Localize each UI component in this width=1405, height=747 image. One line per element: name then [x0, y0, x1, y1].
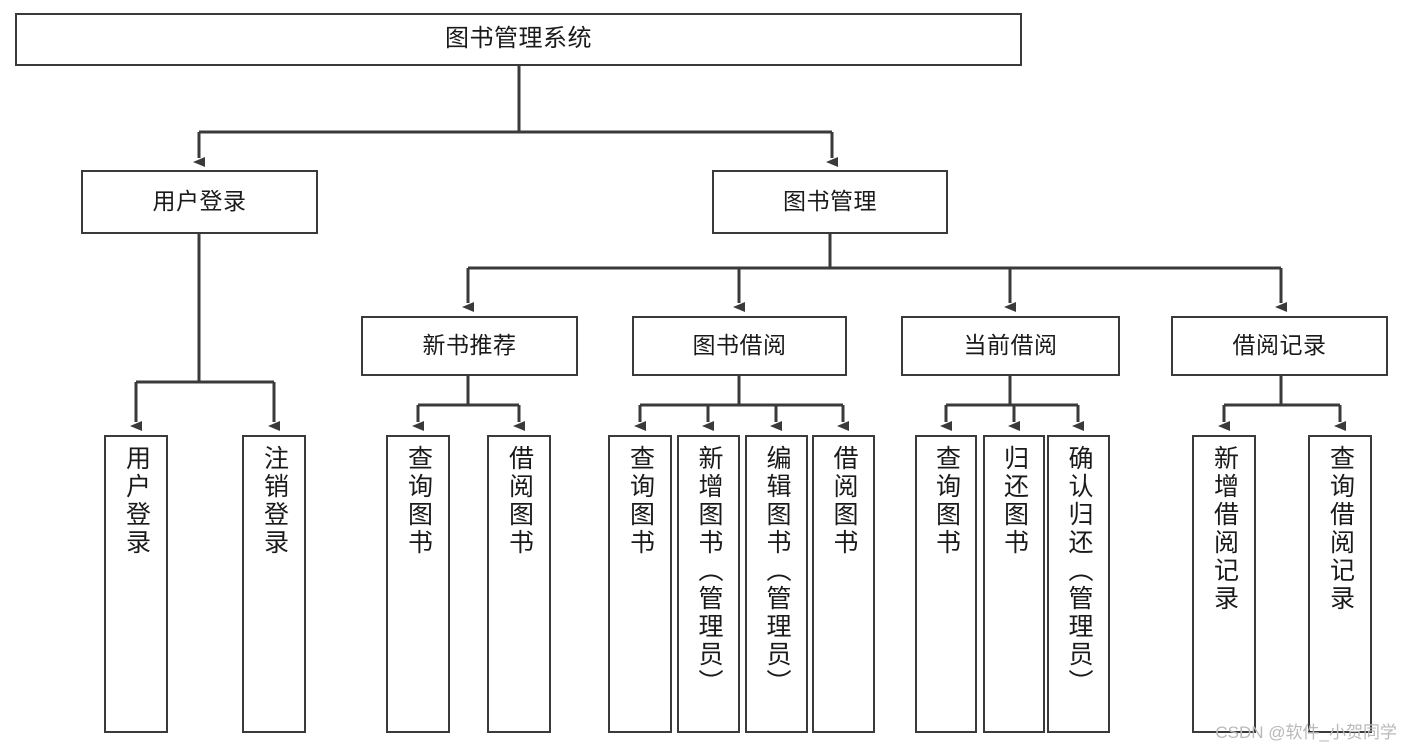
- node-label: 新增借阅记录: [1210, 445, 1239, 613]
- node-new-book-recommend[interactable]: 新书推荐: [361, 316, 578, 376]
- node-label: 图书管理系统: [445, 25, 592, 53]
- node-label: 注销登录: [260, 445, 289, 557]
- leaf-book-borrow-borrow-book[interactable]: 借阅图书: [812, 435, 875, 733]
- leaf-current-borrow-query-book[interactable]: 查询图书: [915, 435, 977, 733]
- node-label: 图书借阅: [692, 332, 787, 359]
- node-label: 新书推荐: [422, 332, 517, 359]
- node-book-borrow[interactable]: 图书借阅: [632, 316, 847, 376]
- leaf-borrow-record-query-record[interactable]: 查询借阅记录: [1308, 435, 1372, 733]
- leaf-current-borrow-confirm-return-admin[interactable]: 确认归还（管理员）: [1047, 435, 1110, 733]
- leaf-book-borrow-add-book-admin[interactable]: 新增图书（管理员）: [677, 435, 740, 733]
- node-label: 借阅图书: [505, 445, 534, 557]
- node-label: 查询图书: [932, 445, 961, 557]
- node-label: 图书管理: [783, 188, 877, 215]
- node-label: 借阅图书: [830, 445, 858, 557]
- node-label: 确认归还（管理员）: [1065, 445, 1093, 697]
- node-label: 归还图书: [1000, 445, 1029, 557]
- node-label: 编辑图书（管理员）: [763, 445, 791, 697]
- leaf-new-book-query-book[interactable]: 查询图书: [386, 435, 450, 733]
- leaf-book-borrow-query-book[interactable]: 查询图书: [608, 435, 672, 733]
- node-label: 查询图书: [404, 445, 433, 557]
- node-label: 新增图书（管理员）: [695, 445, 723, 697]
- node-current-borrow[interactable]: 当前借阅: [901, 316, 1120, 376]
- node-label: 查询图书: [626, 445, 655, 557]
- leaf-new-book-borrow-book[interactable]: 借阅图书: [487, 435, 551, 733]
- node-label: 查询借阅记录: [1326, 445, 1355, 613]
- node-label: 用户登录: [122, 445, 151, 557]
- leaf-borrow-record-add-record[interactable]: 新增借阅记录: [1192, 435, 1256, 733]
- node-label: 借阅记录: [1232, 332, 1327, 359]
- watermark-text: CSDN @软件_小贺同学: [1215, 723, 1397, 742]
- node-root-book-management-system[interactable]: 图书管理系统: [15, 13, 1022, 66]
- leaf-user-login-logout[interactable]: 注销登录: [242, 435, 306, 733]
- leaf-user-login-login[interactable]: 用户登录: [104, 435, 168, 733]
- leaf-current-borrow-return-book[interactable]: 归还图书: [983, 435, 1045, 733]
- node-label: 当前借阅: [963, 332, 1058, 359]
- node-user-login[interactable]: 用户登录: [81, 170, 318, 234]
- node-book-management[interactable]: 图书管理: [712, 170, 948, 234]
- leaf-book-borrow-edit-book-admin[interactable]: 编辑图书（管理员）: [745, 435, 808, 733]
- node-borrow-record[interactable]: 借阅记录: [1171, 316, 1388, 376]
- node-label: 用户登录: [152, 188, 247, 215]
